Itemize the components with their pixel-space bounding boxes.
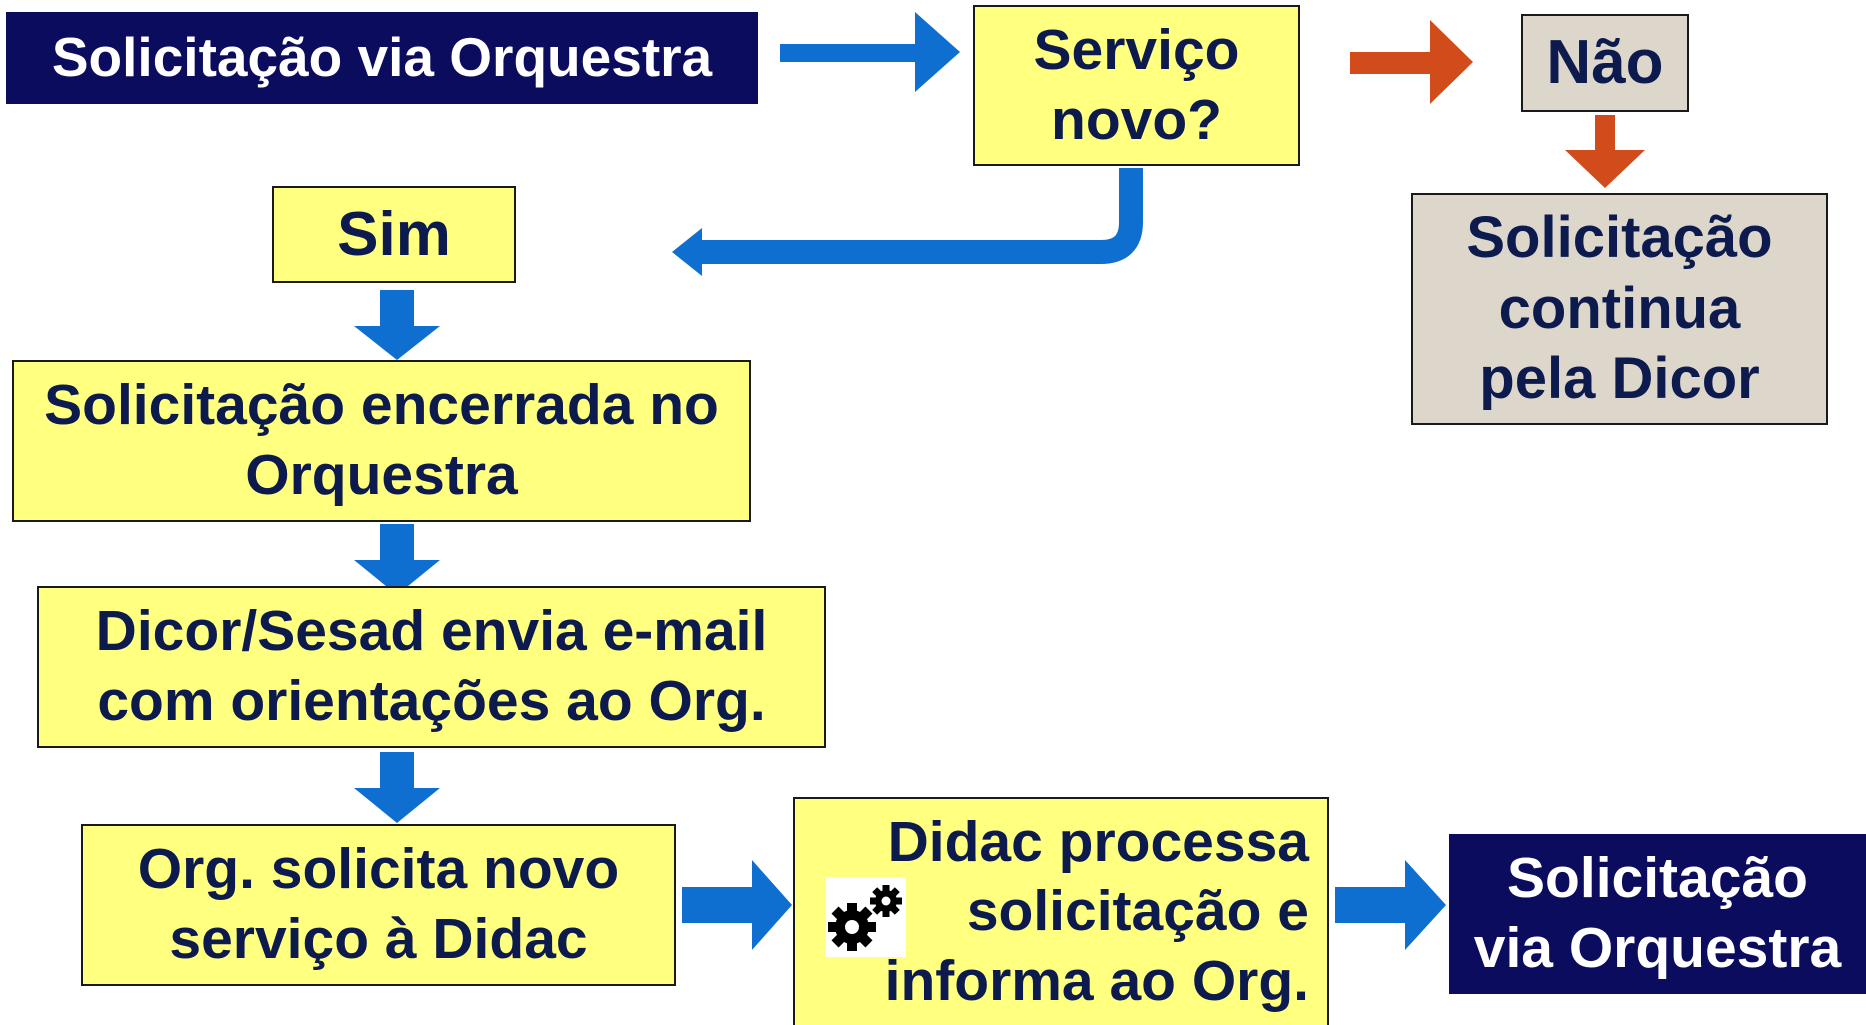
question-box: Serviço novo? — [973, 5, 1300, 166]
yes-box: Sim — [272, 186, 516, 283]
email-box: Dicor/Sesad envia e-mail com orientações… — [37, 586, 826, 748]
arrow-yes-to-closed — [354, 290, 440, 360]
arrow-question-to-yes — [700, 168, 1143, 264]
end-line2: via Orquestra — [1473, 916, 1842, 980]
org-request-box: Org. solicita novo serviço à Didac — [81, 824, 676, 986]
email-line2: com orientações ao Org. — [97, 669, 766, 733]
no-result-line3: pela Dicor — [1479, 346, 1760, 412]
no-label: Não — [1546, 28, 1664, 98]
end-box: Solicitação via Orquestra — [1449, 834, 1866, 994]
no-result-line2: continua — [1498, 275, 1741, 341]
arrow-question-to-yes-head — [672, 228, 702, 276]
closed-box: Solicitação encerrada no Orquestra — [12, 360, 751, 522]
email-line1: Dicor/Sesad envia e-mail — [95, 599, 768, 664]
didac-line2: solicitação e — [966, 879, 1309, 944]
arrow-question-to-no — [1350, 20, 1473, 104]
gears-icon — [826, 877, 906, 957]
didac-line1: Didac processa — [887, 809, 1309, 874]
end-line1: Solicitação — [1507, 846, 1808, 911]
arrow-org-to-didac — [682, 860, 792, 950]
arrow-no-to-result — [1565, 115, 1645, 188]
no-result-box: Solicitação continua pela Dicor — [1411, 193, 1828, 425]
closed-line2: Orquestra — [245, 443, 518, 507]
didac-line3: informa ao Org. — [884, 948, 1309, 1013]
question-line1: Serviço — [1033, 17, 1240, 82]
arrow-closed-to-email — [354, 524, 440, 595]
arrow-start-to-question — [780, 12, 960, 92]
arrow-didac-to-end — [1335, 860, 1446, 950]
yes-label: Sim — [337, 199, 451, 269]
no-box: Não — [1521, 14, 1689, 112]
arrow-email-to-org — [354, 752, 440, 823]
org-request-line2: serviço à Didac — [169, 907, 588, 971]
org-request-line1: Org. solicita novo — [137, 837, 620, 902]
question-line2: novo? — [1051, 87, 1222, 152]
closed-line1: Solicitação encerrada no — [44, 373, 719, 438]
start-box: Solicitação via Orquestra — [6, 12, 758, 104]
no-result-line1: Solicitação — [1466, 204, 1773, 270]
start-label: Solicitação via Orquestra — [51, 26, 713, 89]
